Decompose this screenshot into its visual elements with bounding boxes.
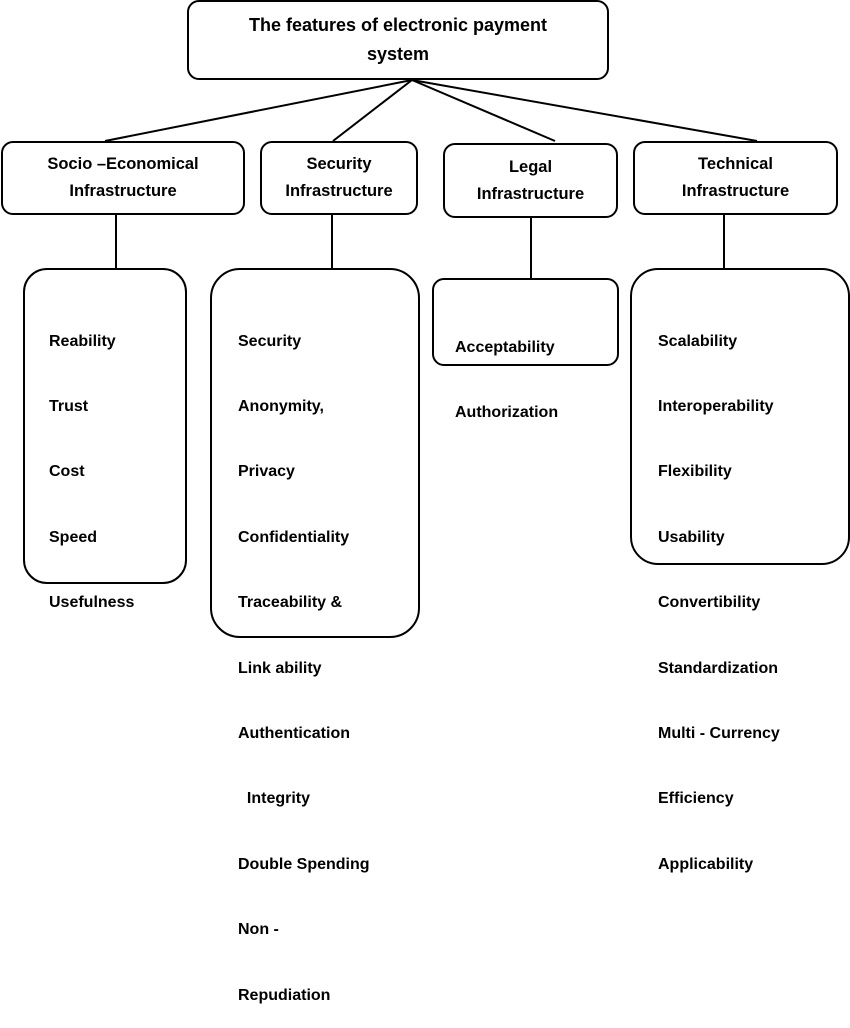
list-item: Scalability [658,332,738,350]
category-label-line2: Infrastructure [476,184,585,203]
list-item: Cost [49,463,85,481]
list-item: Privacy [238,463,295,481]
category-label-line2: Infrastructure [681,182,790,200]
list-item: Multi - Currency [658,724,780,742]
list-item: Speed [49,528,98,546]
category-label-line1: Security [306,155,372,173]
category-label-line2: Infrastructure [69,182,177,200]
category-socio-economical: Socio –Economical Infrastructure [1,141,245,215]
category-label-line1: Technical [698,155,773,173]
list-item: Usefulness [49,594,135,612]
connector-lines [104,79,758,278]
diagram-title-line1: The features of electronic payment [248,15,548,35]
list-item: Anonymity, [238,397,324,415]
connector-title-technical [411,79,758,142]
list-item: Repudiation [238,986,331,1004]
list-item: Trust [49,397,89,415]
diagram-title-line2: system [366,44,430,64]
list-item: Standardization [658,659,779,677]
list-item: Authentication [238,724,350,742]
list-item: Link ability [238,659,322,677]
connector-title-socio [104,79,413,142]
category-legal: Legal Infrastructure [443,143,618,218]
list-item: Efficiency [658,790,734,808]
list-item: Integrity [238,790,311,808]
category-technical: Technical Infrastructure [633,141,838,215]
list-item: Convertibility [658,594,761,612]
list-item: Interoperability [658,397,774,415]
list-item: Applicability [658,855,754,873]
diagram-title-box: The features of electronic payment syste… [187,0,609,80]
list-item: Flexibility [658,463,732,481]
category-label-line1: Legal [508,157,553,176]
category-label-line1: Socio –Economical [47,155,199,173]
list-item: Authorization [455,403,559,421]
list-item: Confidentiality [238,528,350,546]
connector-title-legal [411,79,556,142]
category-security: Security Infrastructure [260,141,418,215]
feature-list-legal: Acceptability Authorization [432,278,619,421]
list-item: Acceptability [455,338,555,356]
list-item: Double Spending [238,855,370,873]
list-item: Traceability & [238,594,343,612]
connector-title-security [332,79,413,142]
feature-list-security: Security Anonymity, Privacy Confidential… [210,268,420,1004]
list-item: Reability [49,332,116,350]
list-item: Security [238,332,302,350]
list-item: Non - [238,921,279,939]
feature-list-technical: Scalability Interoperability Flexibility… [630,268,850,873]
category-label-line2: Infrastructure [285,182,393,200]
list-item: Usability [658,528,725,546]
feature-list-socio-economical: Reability Trust Cost Speed Usefulness [23,268,187,611]
